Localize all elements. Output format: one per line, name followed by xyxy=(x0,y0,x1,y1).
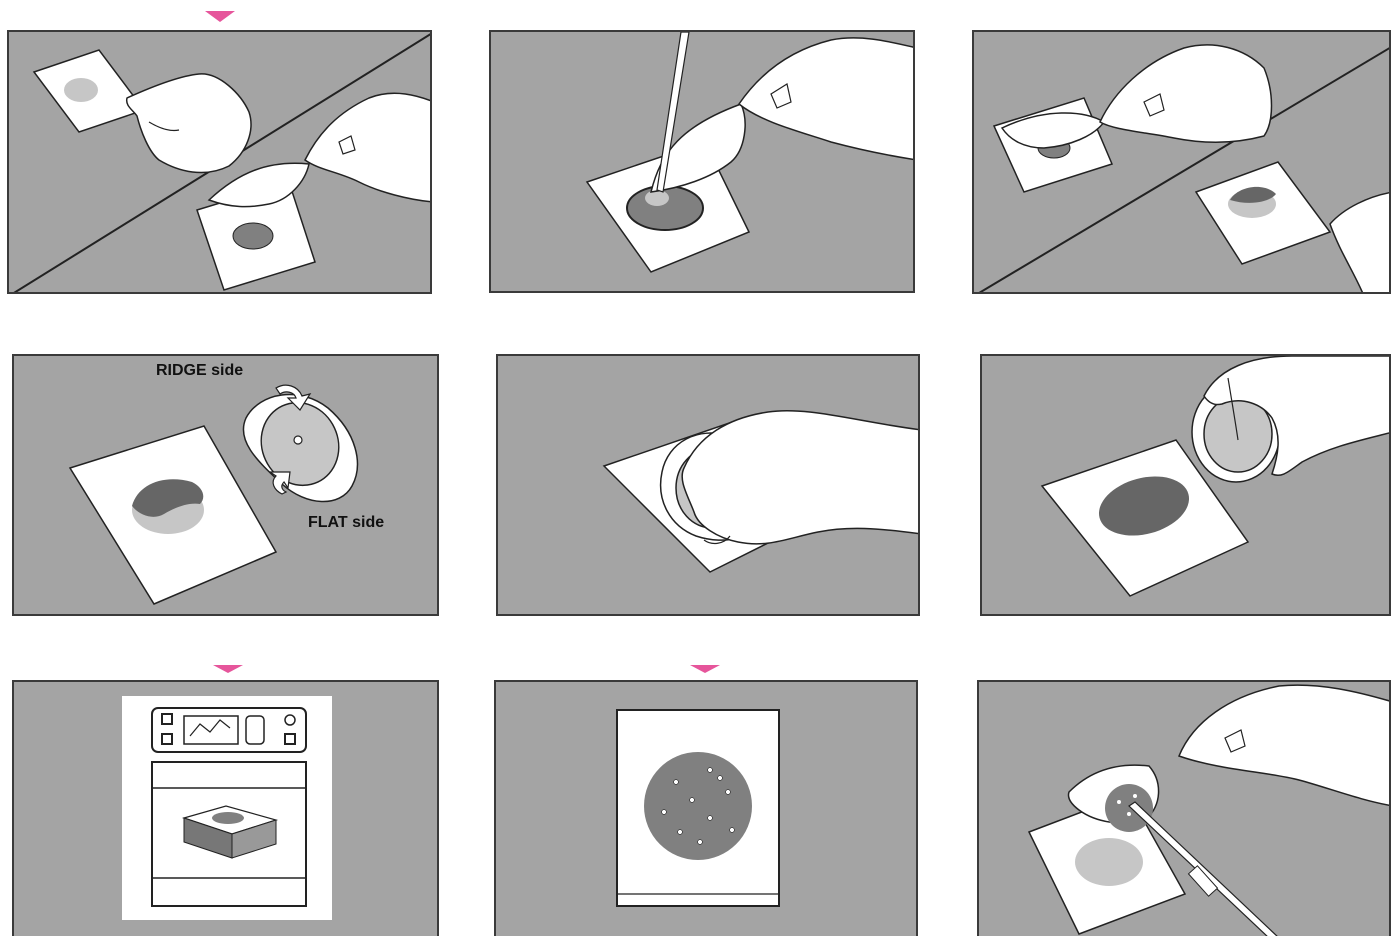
hand-icon xyxy=(1179,685,1391,806)
flat-side-label: FLAT side xyxy=(308,514,384,532)
film-icon xyxy=(197,163,315,290)
hand-icon xyxy=(127,74,251,173)
step-5-panel xyxy=(496,354,920,616)
ridge-side-label: RIDGE side xyxy=(156,362,243,380)
hand-icon xyxy=(739,38,915,160)
film-icon xyxy=(70,426,276,604)
film-icon xyxy=(994,98,1112,192)
step-3-panel xyxy=(972,30,1391,294)
film-icon xyxy=(1029,765,1185,934)
step-1-panel xyxy=(7,30,432,294)
hand-icon xyxy=(682,411,920,544)
pink-marker-icon xyxy=(205,11,235,22)
step-7-panel xyxy=(12,680,439,936)
pink-marker-icon xyxy=(690,665,720,673)
step-2-panel xyxy=(489,30,915,293)
step-6-panel xyxy=(980,354,1391,616)
hand-icon xyxy=(1330,192,1391,294)
incubator-icon xyxy=(152,708,306,906)
hand-icon xyxy=(1100,45,1272,142)
step-8-panel xyxy=(494,680,918,936)
spreader-icon xyxy=(243,385,357,501)
hand-icon xyxy=(305,93,432,202)
film-icon xyxy=(34,50,144,132)
film-icon xyxy=(1196,162,1330,264)
step-4-panel: RIDGE side FLAT side xyxy=(12,354,439,616)
colony-plate-icon xyxy=(617,710,779,906)
pink-marker-icon xyxy=(213,665,243,673)
step-9-panel xyxy=(977,680,1391,936)
